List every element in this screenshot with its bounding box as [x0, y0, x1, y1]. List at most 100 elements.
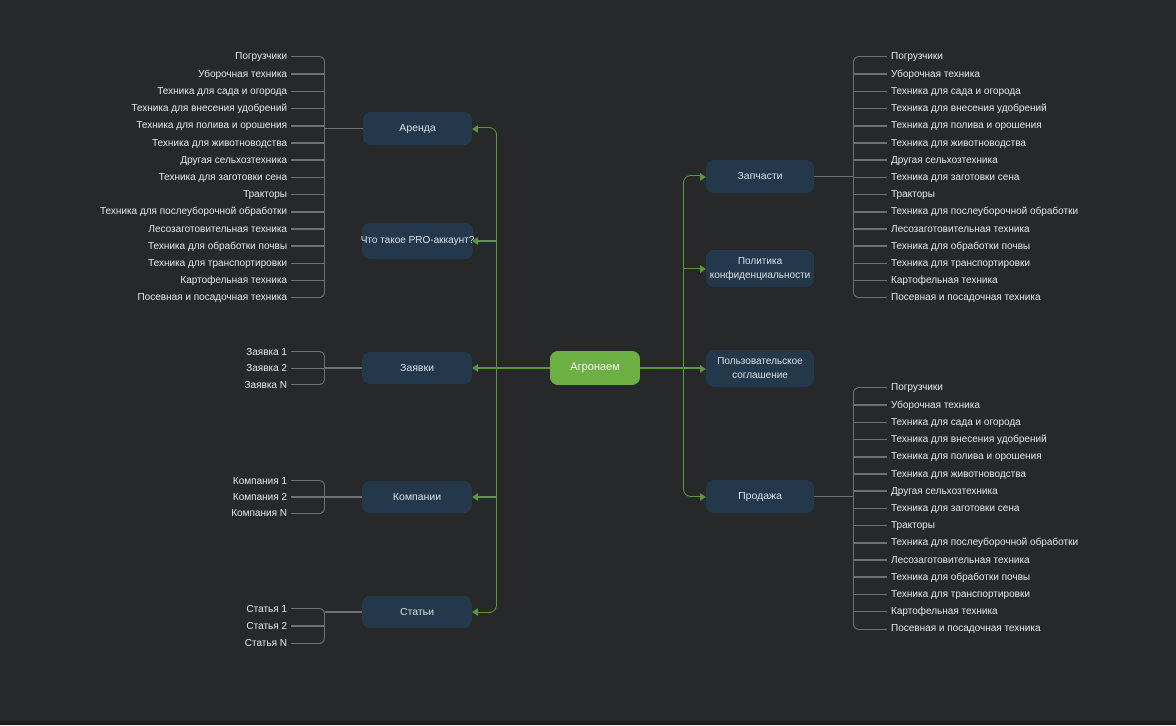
leaf-node-label[interactable]: Техника для животноводства	[891, 137, 1026, 149]
root-node-agronaem[interactable]: Агронаем	[550, 351, 640, 385]
leaf-node-label[interactable]: Заявка 1	[246, 346, 287, 358]
leaf-row: Лесозаготовительная техника	[853, 220, 1163, 237]
leaf-node-label[interactable]: Погрузчики	[891, 382, 943, 394]
bottom-edge-shadow	[0, 721, 1176, 725]
leaf-node-label[interactable]: Картофельная техника	[180, 275, 287, 287]
leaf-node-label[interactable]: Техника для внесения удобрений	[891, 434, 1047, 446]
leaf-connector-line	[291, 142, 325, 144]
leaf-node-label[interactable]: Лесозаготовительная техника	[891, 554, 1030, 566]
leaf-row: Уборочная техника	[853, 397, 1163, 414]
leaf-connector-line	[291, 496, 325, 498]
branch-node-sale[interactable]: Продажа	[706, 480, 814, 513]
leaf-node-label[interactable]: Техника для послеуборочной обработки	[891, 537, 1079, 549]
leaf-node-label[interactable]: Лесозаготовительная техника	[148, 223, 287, 235]
leaf-row: Заявка 2	[200, 360, 325, 377]
leaf-node-label[interactable]: Лесозаготовительная техника	[891, 223, 1030, 235]
leaf-node-label[interactable]: Другая сельхозтехника	[180, 154, 287, 166]
leaf-node-label[interactable]: Другая сельхозтехника	[891, 154, 998, 166]
connector-articles-list-line	[325, 611, 362, 613]
leaf-node-label[interactable]: Тракторы	[891, 520, 935, 532]
leaf-row: Техника для транспортировки	[853, 255, 1163, 272]
leaf-row: Статья 2	[200, 618, 325, 635]
leaf-node-label[interactable]: Техника для транспортировки	[891, 257, 1030, 269]
leaf-connector-line	[291, 107, 325, 110]
leaf-row: Заявка 1	[200, 344, 325, 361]
leaf-node-label[interactable]: Техника для сада и огорода	[891, 85, 1021, 97]
leaf-row: Техника для полива и орошения	[853, 448, 1163, 465]
leaf-row: Картофельная техника	[853, 272, 1163, 289]
leaf-node-label[interactable]: Техника для послеуборочной обработки	[891, 206, 1079, 218]
leaf-node-label[interactable]: Техника для внесения удобрений	[891, 103, 1047, 115]
leaf-node-label[interactable]: Техника для транспортировки	[891, 588, 1030, 600]
leaf-node-label[interactable]: Картофельная техника	[891, 606, 998, 618]
leaf-node-label[interactable]: Техника для внесения удобрений	[131, 103, 287, 115]
leaf-node-label[interactable]: Погрузчики	[891, 51, 943, 63]
leaf-node-label[interactable]: Техника для обработки почвы	[891, 571, 1031, 583]
leaf-row: Другая сельхозтехника	[853, 152, 1163, 169]
leaf-row: Техника для внесения удобрений	[853, 431, 1163, 448]
arrow-spare-parts-icon	[700, 172, 706, 181]
leaf-connector-line	[853, 473, 887, 475]
leaf-node-label[interactable]: Техника для заготовки сена	[891, 502, 1020, 514]
leaf-node-label[interactable]: Посевная и посадочная техника	[891, 623, 1041, 635]
leaf-row: Техника для заготовки сена	[853, 500, 1163, 517]
leaf-node-label[interactable]: Техника для полива и орошения	[891, 451, 1042, 463]
leaf-node-label[interactable]: Уборочная техника	[891, 399, 980, 411]
leaf-row: Техника для полива и орошения	[60, 117, 325, 134]
arrow-rent-icon	[472, 124, 478, 133]
leaf-node-label[interactable]: Погрузчики	[235, 51, 287, 63]
leaf-connector-line	[291, 125, 325, 127]
leaf-row: Техника для обработки почвы	[853, 238, 1163, 255]
leaf-node-label[interactable]: Заявка N	[244, 379, 288, 391]
leaf-row: Лесозаготовительная техника	[853, 551, 1163, 568]
branch-node-articles[interactable]: Статьи	[362, 596, 472, 628]
leaf-node-label[interactable]: Тракторы	[891, 189, 935, 201]
leaf-node-label[interactable]: Техника для животноводства	[152, 137, 287, 149]
leaf-node-label[interactable]: Тракторы	[243, 189, 287, 201]
branch-node-requests[interactable]: Заявки	[362, 352, 472, 384]
connector-privacy-line	[684, 267, 703, 270]
leaf-row: Техника для транспортировки	[60, 255, 325, 272]
leaf-node-label[interactable]: Техника для послеуборочной обработки	[99, 206, 287, 218]
leaf-connector-line	[853, 262, 887, 265]
leaf-node-label[interactable]: Техника для транспортировки	[148, 257, 287, 269]
connector-requests-list-line	[325, 367, 362, 369]
branch-node-user-agreement[interactable]: Пользовательское соглашение	[706, 350, 814, 387]
leaf-node-label[interactable]: Статья N	[244, 637, 287, 649]
leaf-node-label[interactable]: Техника для животноводства	[891, 468, 1026, 480]
leaf-node-label[interactable]: Уборочная техника	[891, 68, 980, 80]
branch-node-spare-parts[interactable]: Запчасти	[706, 160, 814, 193]
arrow-articles-icon	[472, 608, 478, 616]
leaf-node-label[interactable]: Заявка 2	[246, 363, 287, 374]
leaf-node-label[interactable]: Посевная и посадочная техника	[891, 292, 1041, 304]
leaf-connector-line	[291, 211, 325, 213]
leaf-node-label[interactable]: Компания 1	[232, 475, 287, 487]
leaf-row: Техника для животноводства	[853, 465, 1163, 482]
leaf-node-label[interactable]: Техника для сада и огорода	[891, 416, 1021, 428]
branch-node-pro-account[interactable]: Что такое PRO-аккаунт?	[361, 223, 474, 259]
connector-companies-line	[477, 496, 496, 498]
leaf-node-label[interactable]: Статья 2	[246, 620, 287, 632]
leaf-node-label[interactable]: Техника для обработки почвы	[891, 240, 1031, 252]
leaf-node-label[interactable]: Статья 1	[246, 603, 287, 615]
leaf-node-label[interactable]: Компания N	[231, 507, 287, 519]
leaf-connector-line	[853, 576, 887, 578]
branch-node-privacy-policy[interactable]: Политика конфиденциальности	[706, 250, 814, 287]
leaf-connector-line	[853, 142, 887, 144]
leaf-node-label[interactable]: Уборочная техника	[198, 68, 287, 80]
leaf-node-label[interactable]: Компания 2	[232, 491, 287, 503]
leaf-node-label[interactable]: Техника для сада и огорода	[157, 85, 287, 97]
leaf-connector-line	[291, 159, 325, 161]
branch-node-companies[interactable]: Компании	[362, 481, 472, 513]
leaf-node-label[interactable]: Другая сельхозтехника	[891, 485, 998, 497]
leaf-node-label[interactable]: Техника для полива и орошения	[136, 120, 287, 132]
branch-node-rent[interactable]: Аренда	[363, 112, 472, 145]
leaf-node-label[interactable]: Техника для заготовки сена	[891, 171, 1020, 183]
leaf-node-label[interactable]: Картофельная техника	[891, 275, 998, 287]
leaf-node-label[interactable]: Техника для обработки почвы	[147, 240, 287, 252]
leaf-row: Техника для полива и орошения	[853, 117, 1163, 134]
leaf-node-label[interactable]: Техника для полива и орошения	[891, 120, 1042, 132]
leaf-node-label[interactable]: Посевная и посадочная техника	[137, 292, 287, 304]
leaf-node-label[interactable]: Техника для заготовки сена	[158, 171, 287, 183]
